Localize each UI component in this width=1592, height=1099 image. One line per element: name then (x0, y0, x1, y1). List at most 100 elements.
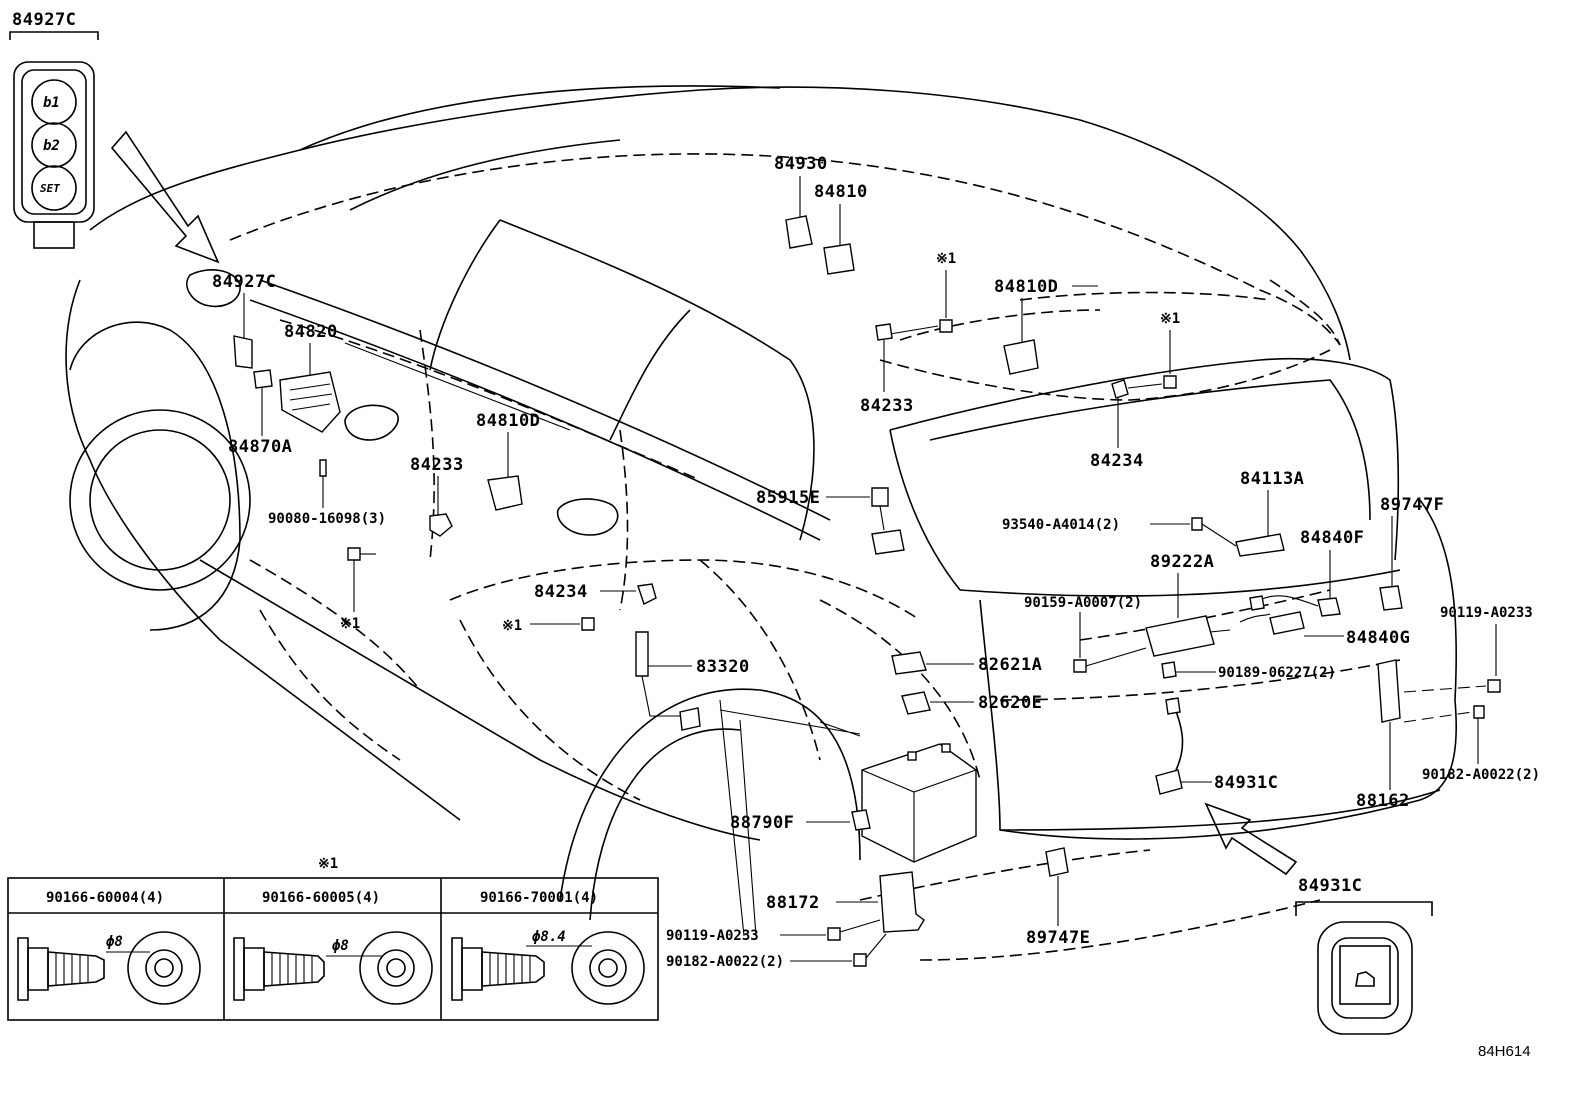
callout-84233-left: 84233 (410, 455, 464, 475)
clip-icon (1161, 661, 1177, 679)
bracket-part-82621A (891, 651, 927, 675)
bolt-table-part-1: 90166-60004(4) (46, 890, 164, 906)
callout-89222A: 89222A (1150, 552, 1214, 572)
callout-84931C: 84931C (1214, 773, 1278, 793)
bolt-table-part-3: 90166-70001(4) (480, 890, 598, 906)
switch-button-b1: b1 (31, 79, 77, 125)
battery (861, 743, 977, 863)
control-unit-89222A (1145, 615, 1215, 657)
nut-icon (1073, 659, 1087, 673)
relay-part-85915E (871, 487, 889, 507)
bolt-icon (347, 547, 361, 561)
bolt-icon (1163, 375, 1177, 389)
switch-part-84810 (823, 243, 855, 275)
callout-84930: 84930 (774, 154, 828, 174)
bolt-icon (581, 617, 595, 631)
callout-88162: 88162 (1356, 791, 1410, 811)
bolt-illustration-1: ϕ8 (17, 931, 201, 1005)
callout-82620E: 82620E (978, 693, 1042, 713)
bolt-icon (939, 319, 953, 333)
callout-84234-left: 84234 (534, 582, 588, 602)
diameter-label-2: ϕ8 (332, 938, 349, 954)
switch-button-b2: b2 (31, 122, 77, 168)
callout-88790F: 88790F (730, 813, 794, 833)
switch-part-84840G (1269, 611, 1305, 635)
callout-84233-right: 84233 (860, 396, 914, 416)
callout-90182-A0022-right: 90182-A0022(2) (1422, 767, 1540, 783)
figure-code: 84H614 (1478, 1043, 1531, 1060)
callout-90119-A0233-low: 90119-A0233 (666, 928, 759, 944)
legend-mark-left: ※1 (340, 616, 360, 632)
switch-part-84810D-right (1003, 339, 1039, 375)
callout-84840F: 84840F (1300, 528, 1364, 548)
detail-switch-84927C: 84927C b1 b2 SET (9, 10, 220, 264)
screw-icon (1191, 517, 1203, 531)
svg-text:SET: SET (40, 182, 60, 195)
bolt-icon (827, 927, 841, 941)
callout-88172: 88172 (766, 893, 820, 913)
courtesy-switch-84234-left (637, 583, 657, 605)
nut-icon (853, 953, 867, 967)
callout-84810: 84810 (814, 182, 868, 202)
callout-90189-06227: 90189-06227(2) (1218, 665, 1336, 681)
callout-84931C-box: 84931C (1298, 876, 1362, 896)
switch-part-84870A (253, 369, 273, 389)
callout-84234-right: 84234 (1090, 451, 1144, 471)
vehicle-outline (65, 85, 1458, 961)
sensor-part-88162 (1377, 659, 1401, 723)
callout-84840G: 84840G (1346, 628, 1410, 648)
legend-mark-right: ※1 (1160, 311, 1180, 327)
sensor-part-83320 (635, 631, 649, 677)
callout-90182-A0022-low: 90182-A0022(2) (666, 954, 784, 970)
callout-90119-A0233-right: 90119-A0233 (1440, 605, 1533, 621)
courtesy-switch-84233-left (429, 513, 453, 537)
callout-85915E: 85915E (756, 488, 820, 508)
sensor-part-88790F (851, 809, 871, 831)
switch-part-84930 (785, 215, 813, 249)
legend-mark-top: ※1 (936, 251, 956, 267)
svg-text:b2: b2 (43, 138, 60, 154)
callout-89747F: 89747F (1380, 495, 1444, 515)
nut-icon (1473, 705, 1485, 719)
bolt-illustration-2: ϕ8 (233, 931, 433, 1005)
svg-text:b1: b1 (43, 95, 60, 111)
callout-90159-A0007: 90159-A0007(2) (1024, 595, 1142, 611)
callout-84113A: 84113A (1240, 469, 1304, 489)
callout-82621A: 82621A (978, 655, 1042, 675)
switch-part-84810D-mid (487, 475, 523, 511)
callout-84927C: 84927C (212, 272, 276, 292)
courtesy-switch-84234-right (1111, 379, 1129, 399)
switch-button-set: SET (31, 165, 77, 211)
view-arrow-icon (1204, 802, 1298, 876)
callout-84870A: 84870A (228, 437, 292, 457)
bracket-part-82620E (901, 691, 931, 715)
courtesy-switch-84233-right (875, 323, 893, 341)
bolt-table-part-2: 90166-60005(4) (262, 890, 380, 906)
power-window-master-switch-84820 (279, 371, 341, 433)
hatch-open-icon (1355, 971, 1375, 987)
switch-part-84113A (1235, 533, 1285, 557)
legend-mark-mid: ※1 (502, 618, 522, 634)
callout-84810D-right: 84810D (994, 277, 1058, 297)
bracket-part-88172 (879, 871, 925, 933)
callout-84810D-mid: 84810D (476, 411, 540, 431)
view-arrow-icon (110, 130, 220, 264)
callout-83320: 83320 (696, 657, 750, 677)
callout-93540-A4014: 93540-A4014(2) (1002, 517, 1120, 533)
switch-part-84840F (1317, 597, 1341, 617)
diameter-label-3: ϕ8.4 (532, 929, 566, 945)
bolt-table: ※1 90166-60004(4) 90166-60005(4) 90166-7… (7, 856, 659, 1021)
bolt-icon (1487, 679, 1501, 693)
callout-90080-16098: 90080-16098(3) (268, 511, 386, 527)
sensor-part-89747E (1045, 847, 1069, 877)
callout-84927C-box: 84927C (12, 10, 76, 30)
diameter-label-1: ϕ8 (106, 934, 123, 950)
sensor-part-89747F (1379, 585, 1403, 611)
detail-switch-84931C: 84931C (1295, 876, 1433, 1035)
bolt-illustration-3: ϕ8.4 (451, 929, 645, 1005)
switch-part-84927C (233, 335, 253, 369)
callout-84820: 84820 (284, 322, 338, 342)
callout-89747E: 89747E (1026, 928, 1090, 948)
bolt-table-heading: ※1 (318, 856, 338, 872)
